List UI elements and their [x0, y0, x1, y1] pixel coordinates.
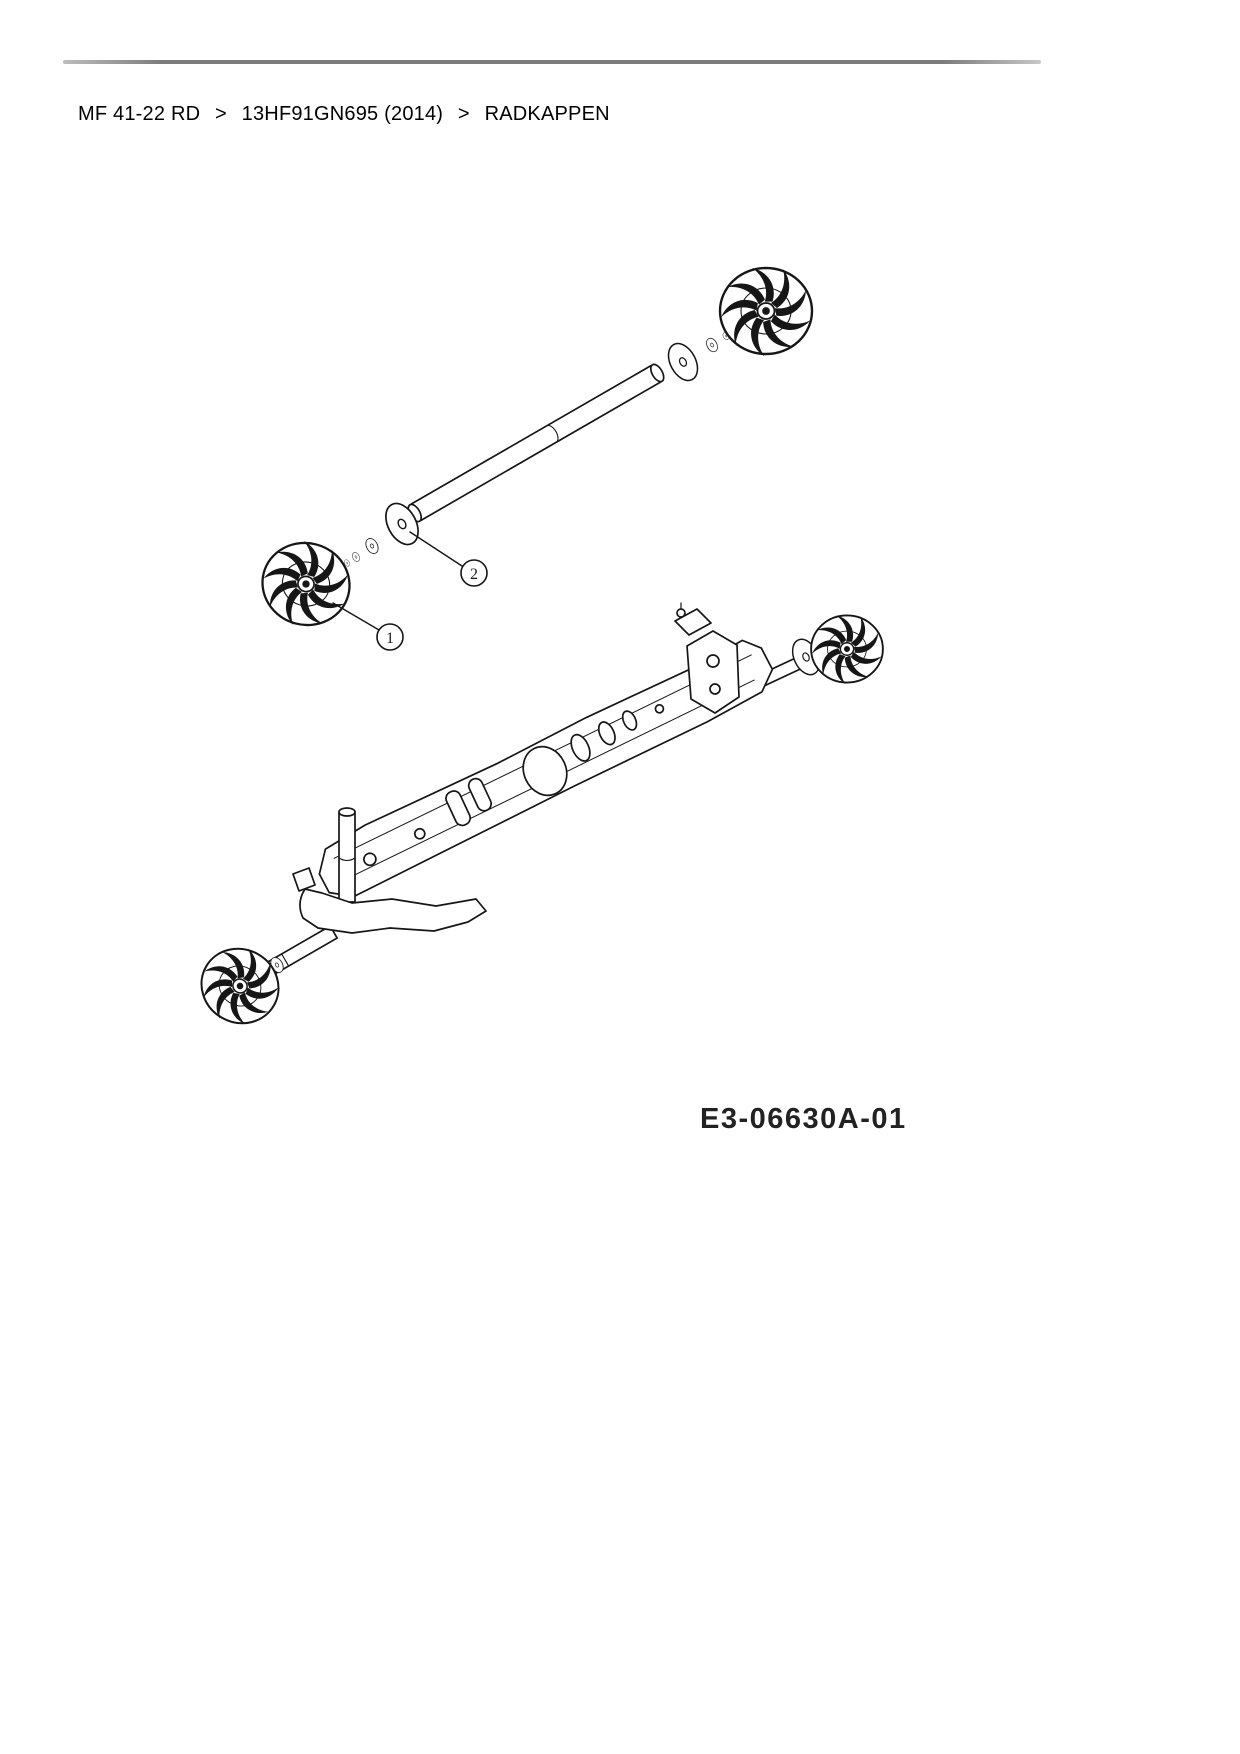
wheel-cap-top-right	[718, 264, 812, 359]
callout-1-label: 1	[386, 630, 394, 647]
breadcrumb-separator-1: >	[215, 103, 227, 125]
callout-2: 2	[409, 531, 488, 587]
breadcrumb-serial[interactable]: 13HF91GN695 (2014)	[241, 103, 444, 125]
right-bracket	[674, 602, 740, 714]
washer-disc-top-right	[661, 337, 705, 387]
mounting-plate	[292, 867, 487, 934]
breadcrumb: MF 41-22 RD > 13HF91GN695 (2014) > RADKA…	[78, 103, 610, 126]
breadcrumb-model[interactable]: MF 41-22 RD	[78, 103, 201, 125]
axle-beam	[318, 639, 774, 898]
top-divider	[63, 60, 1041, 64]
pivot-post	[338, 807, 356, 903]
wheel-cap-bottom-left	[185, 931, 294, 1041]
axle-tube	[407, 363, 665, 523]
breadcrumb-separator-2: >	[457, 103, 470, 125]
breadcrumb-section: RADKAPPEN	[484, 103, 610, 125]
drawing-code: E3-06630A-01	[700, 1103, 907, 1135]
wheel-cap-part-1	[250, 529, 360, 639]
axle-assembly	[258, 602, 809, 980]
callout-2-label: 2	[470, 566, 478, 583]
wheel-cap-right	[810, 612, 883, 686]
callout-1: 1	[332, 602, 404, 651]
